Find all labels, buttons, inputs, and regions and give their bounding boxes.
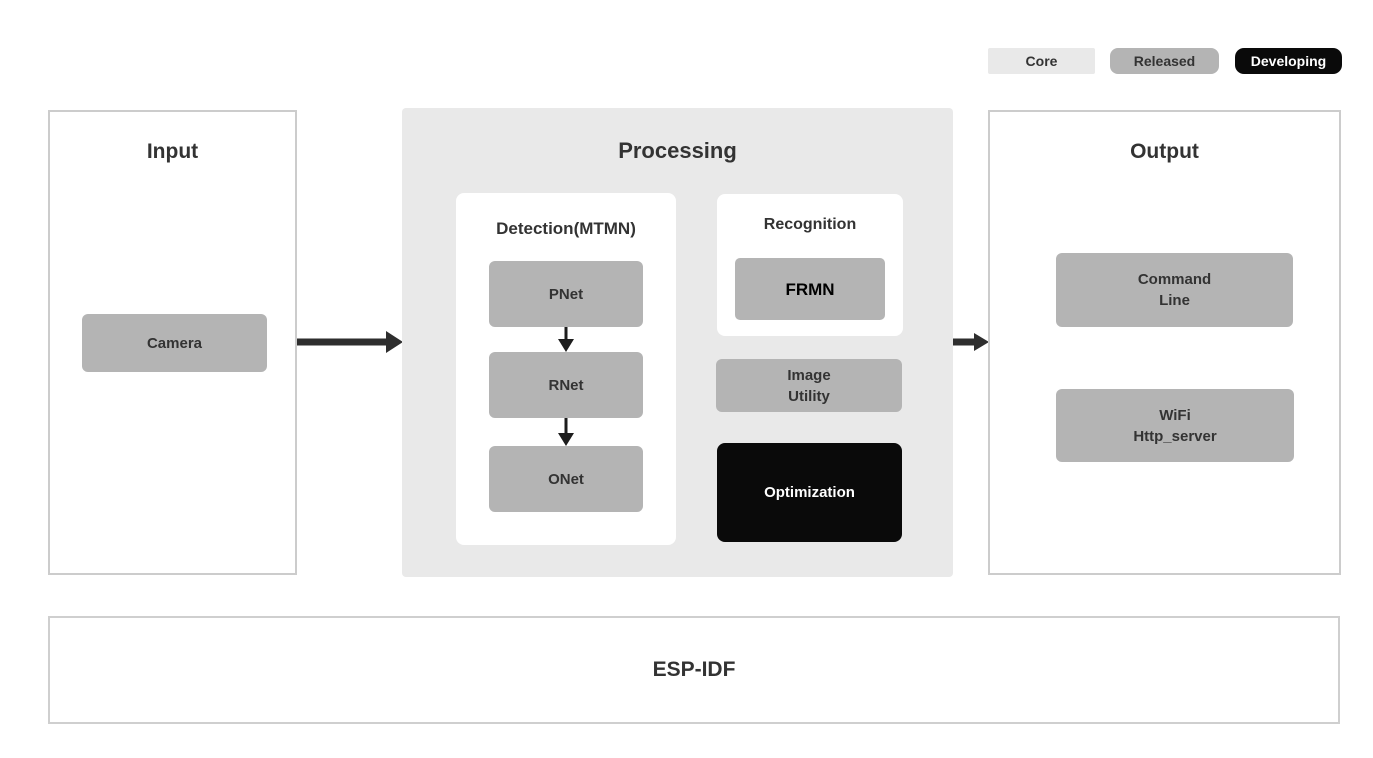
esp-idf-foundation: ESP-IDF: [48, 616, 1340, 724]
arrow-head: [386, 331, 403, 353]
onet-node: ONet: [489, 446, 643, 512]
detection-group: Detection(MTMN) PNet RNet ONet: [456, 193, 676, 545]
optimization-node-label: Optimization: [764, 484, 855, 501]
pnet-node: PNet: [489, 261, 643, 327]
pnet-node-label: PNet: [548, 285, 584, 303]
arrow-shaft: [953, 338, 975, 346]
output-column: Output Command Line WiFi Http_server: [988, 110, 1341, 575]
arrow-shaft: [564, 327, 568, 340]
command-line-label-line1: Command: [1137, 271, 1212, 288]
processing-panel: Processing Detection(MTMN) PNet RNet ONe…: [402, 108, 953, 577]
command-line-label-line2: Line: [1159, 292, 1190, 309]
output-title: Output: [1130, 140, 1199, 163]
input-title: Input: [146, 140, 199, 163]
processing-to-output-arrow-icon: [953, 331, 989, 353]
arrow-shaft: [297, 338, 387, 346]
pnet-to-rnet-arrow-icon: [558, 327, 574, 352]
detection-title: Detection(MTMN): [496, 219, 636, 238]
input-to-processing-arrow-icon: [297, 331, 403, 353]
wifi-http-server-node: WiFi Http_server: [1056, 389, 1294, 462]
arrow-shaft: [564, 418, 568, 434]
legend-badge-core: Core: [988, 48, 1095, 74]
recognition-group: Recognition FRMN: [717, 194, 903, 336]
rnet-node-label: RNet: [548, 376, 584, 394]
esp-idf-title: ESP-IDF: [652, 658, 736, 681]
input-column: Input Camera: [48, 110, 297, 575]
recognition-title: Recognition: [763, 216, 857, 233]
wifi-label-line2: Http_server: [1133, 427, 1217, 445]
rnet-to-onet-arrow-icon: [558, 418, 574, 446]
wifi-label-line1: WiFi: [1159, 406, 1191, 424]
arrow-head: [558, 339, 574, 352]
processing-title: Processing: [618, 138, 737, 163]
image-utility-node: Image Utility: [716, 359, 902, 412]
image-utility-label-line2: Utility: [788, 387, 830, 405]
rnet-node: RNet: [489, 352, 643, 418]
legend-badge-developing: Developing: [1235, 48, 1342, 74]
optimization-node: Optimization: [717, 443, 902, 542]
arrow-head: [558, 433, 574, 446]
image-utility-label-line1: Image: [787, 366, 831, 384]
command-line-node: Command Line: [1056, 253, 1293, 327]
legend-badge-released: Released: [1110, 48, 1219, 74]
frmn-node: FRMN: [735, 258, 885, 320]
onet-node-label: ONet: [548, 470, 584, 488]
frmn-node-label: FRMN: [785, 279, 835, 299]
arrow-head: [974, 333, 989, 351]
camera-node-label: Camera: [146, 334, 203, 352]
camera-node: Camera: [82, 314, 267, 372]
